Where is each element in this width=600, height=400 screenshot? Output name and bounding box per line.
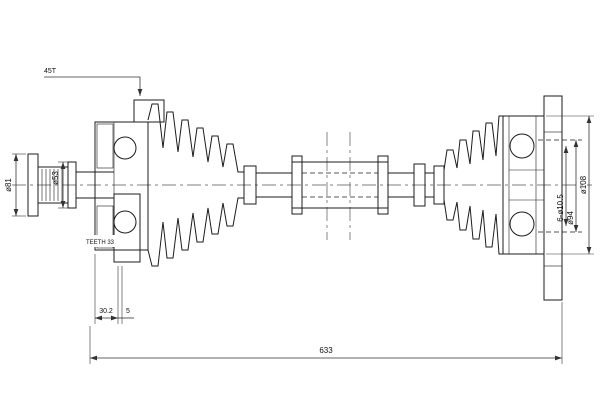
snap-ring bbox=[413, 163, 426, 207]
dim-housing-diameter: ø108 bbox=[579, 175, 588, 194]
dim-seal-diameter: ø53 bbox=[51, 171, 60, 185]
boot-clamp-left bbox=[243, 165, 257, 205]
label-spline-teeth: TEETH 33 bbox=[86, 240, 115, 246]
dim-stub-flange-diameter: ø81 bbox=[4, 178, 13, 192]
outboard-boot bbox=[147, 103, 257, 267]
interconnecting-shaft bbox=[256, 155, 445, 215]
cv-ball-bottom bbox=[509, 211, 535, 237]
dim-overall-length: 633 bbox=[319, 346, 333, 355]
outboard-joint: TEETH 33 bbox=[83, 99, 165, 263]
dim-spline-length: 30.2 bbox=[99, 308, 113, 315]
inboard-joint bbox=[502, 95, 582, 301]
dim-tone-ring-teeth: 45T bbox=[44, 68, 57, 75]
spline-section bbox=[113, 193, 141, 263]
dim-step: 5 bbox=[126, 308, 130, 315]
dim-bolt-holes: 6-ø10.5 bbox=[556, 194, 565, 222]
centerline bbox=[12, 132, 592, 240]
dimensions: 45T ø81 ø53 30.2 5 633 6-ø10.5 ø94 bbox=[4, 68, 594, 364]
bearing-ball-bottom bbox=[113, 210, 137, 234]
abs-tone-ring bbox=[133, 99, 165, 123]
inboard-boot bbox=[443, 115, 503, 255]
dim-bolt-circle-diameter: ø94 bbox=[566, 211, 575, 225]
cv-ball-top bbox=[509, 133, 535, 159]
boot-clamp-right bbox=[433, 165, 445, 205]
bearing-ball-top bbox=[113, 136, 137, 160]
